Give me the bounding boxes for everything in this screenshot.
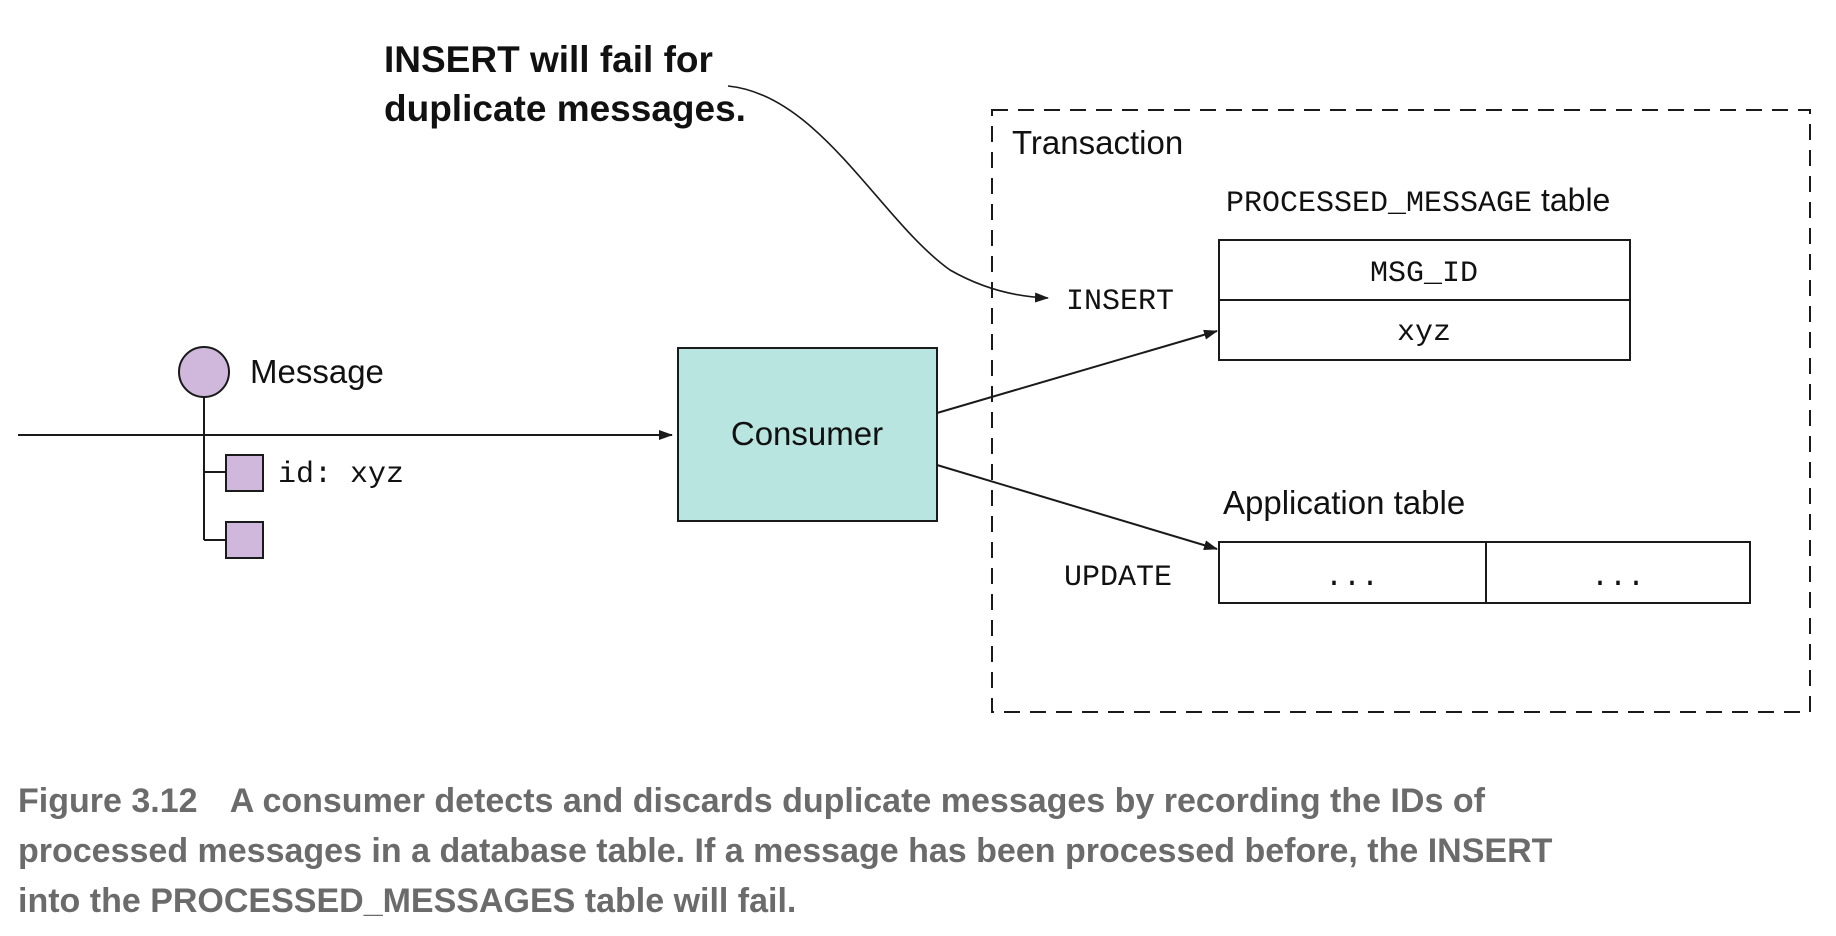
figure-caption-line-1: Figure 3.12 A consumer detects and disca… [18,782,1486,820]
message-body-square-icon [225,521,264,559]
transaction-label: Transaction [1012,124,1183,161]
processed-message-table: MSG_ID xyz [1218,239,1631,361]
update-arrow [936,464,1218,551]
application-table-title: Application table [1223,484,1465,521]
message-label: Message [250,353,384,390]
transaction-boundary [991,109,1811,713]
processed-table-cell-value: xyz [1397,316,1451,350]
callout-pointer-arrow [727,85,1049,303]
message-header-square-icon [225,454,264,492]
processed-table-suffix: table [1532,182,1610,218]
insert-arrow [936,329,1218,414]
processed-table-name: PROCESSED_MESSAGE [1226,187,1532,221]
consumer-label: Consumer [731,415,883,452]
message-header-text: id: xyz [278,458,404,492]
update-label: UPDATE [1064,561,1172,595]
processed-table-title: PROCESSED_MESSAGE table [1226,182,1610,221]
message-icon [178,346,264,559]
processed-table-column-header: MSG_ID [1370,257,1478,291]
application-table-cell-1: ... [1325,561,1379,595]
figure-label: Figure 3.12 [18,782,198,820]
figure-caption-line-3: into the PROCESSED_MESSAGES table will f… [18,882,796,920]
caption-text-line-1: A consumer detects and discards duplicat… [230,782,1486,820]
insert-label: INSERT [1066,285,1174,319]
consumer-box [677,347,938,522]
figure-caption-line-2: processed messages in a database table. … [18,832,1553,870]
application-table: ... ... [1218,541,1751,604]
application-table-cell-2: ... [1591,561,1645,595]
callout-line-1: INSERT will fail for [384,39,713,80]
callout-line-2: duplicate messages. [384,88,746,129]
